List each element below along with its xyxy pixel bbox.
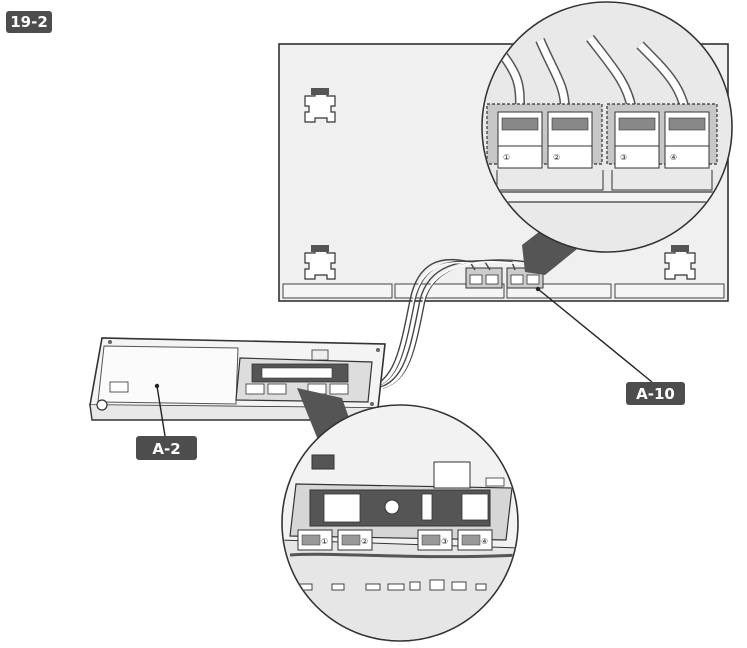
bottom-connector-number-2: ② xyxy=(361,537,368,546)
bottom-connector-number-1: ① xyxy=(321,537,328,546)
bottom-connector-number-4: ④ xyxy=(481,537,488,546)
top-connector-number-3: ③ xyxy=(620,153,627,162)
mount-bracket-top-left xyxy=(304,88,336,123)
callout-panel: A-10 xyxy=(535,286,685,405)
bottom-connector-number-3: ③ xyxy=(441,537,448,546)
panel-connectors xyxy=(465,267,544,289)
top-magnifier: ① ② ③ ④ xyxy=(481,1,733,275)
step-label: 19-2 xyxy=(10,13,48,31)
top-connector-number-2: ② xyxy=(553,153,560,162)
step-badge: 19-2 xyxy=(6,11,52,33)
callout-board: A-2 xyxy=(136,383,197,460)
callout-label-board: A-2 xyxy=(152,440,180,458)
top-connector-number-1: ① xyxy=(503,153,510,162)
top-connector-number-4: ④ xyxy=(670,153,677,162)
mount-bracket-bottom-left xyxy=(304,245,336,280)
bottom-magnifier: ① ② ③ ④ xyxy=(281,388,519,642)
ribbon-cables xyxy=(367,258,533,389)
mount-bracket-bottom-right xyxy=(664,245,696,280)
callout-label-panel: A-10 xyxy=(636,385,675,403)
